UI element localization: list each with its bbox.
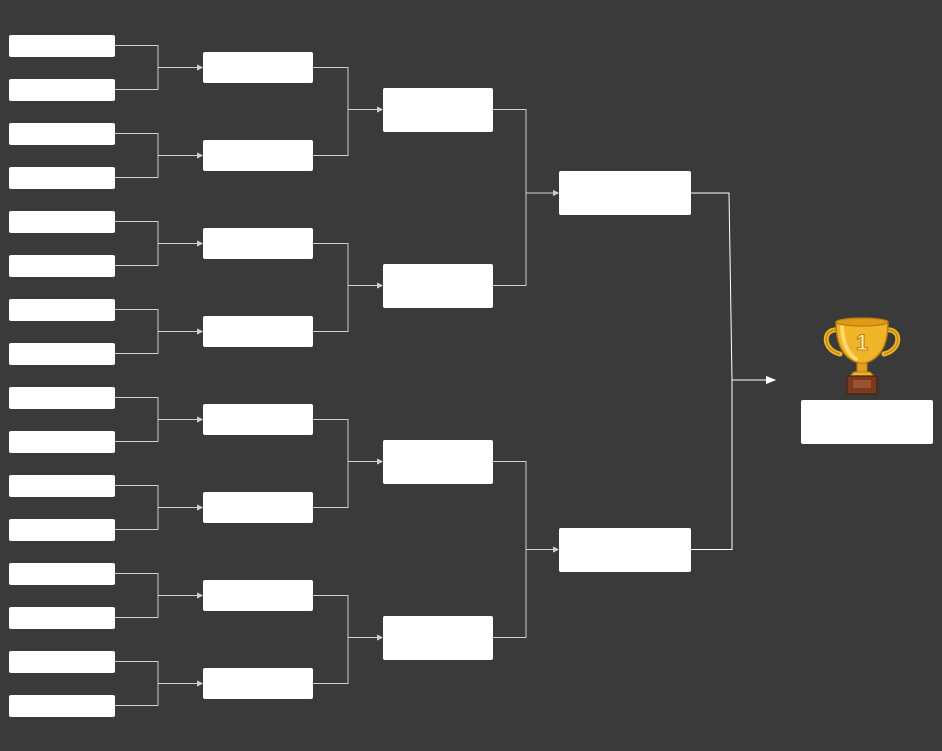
connector-qf-1 xyxy=(313,67,383,113)
connector-r16-5 xyxy=(115,221,203,247)
bracket-slot-qf-5[interactable] xyxy=(203,404,313,435)
bracket-slot-r16-8[interactable] xyxy=(9,342,115,365)
connector-r16-16 xyxy=(115,680,203,706)
connector-sf-2 xyxy=(493,190,559,286)
bracket-slot-sf-4[interactable] xyxy=(383,615,493,660)
trophy-number: 1 xyxy=(856,330,868,355)
connector-sf-3 xyxy=(493,461,559,553)
bracket-slot-r16-6[interactable] xyxy=(9,254,115,277)
bracket-slot-sf-3[interactable] xyxy=(383,439,493,484)
connector-r16-8 xyxy=(115,328,203,354)
bracket-slot-r16-13[interactable] xyxy=(9,562,115,585)
bracket-slot-r16-5[interactable] xyxy=(9,210,115,233)
connector-r16-2 xyxy=(115,64,203,90)
bracket-slot-r16-16[interactable] xyxy=(9,694,115,717)
connector-qf-3 xyxy=(313,243,383,289)
bracket-slot-sf-2[interactable] xyxy=(383,263,493,308)
bracket-slot-qf-2[interactable] xyxy=(203,140,313,171)
connector-r16-4 xyxy=(115,152,203,178)
bracket-slot-final-1[interactable] xyxy=(559,171,691,215)
bracket-slot-r16-2[interactable] xyxy=(9,78,115,101)
connector-r16-14 xyxy=(115,592,203,618)
bracket-slot-r16-11[interactable] xyxy=(9,474,115,497)
connector-qf-8 xyxy=(313,634,383,684)
connector-r16-15 xyxy=(115,661,203,687)
bracket-slot-r16-14[interactable] xyxy=(9,606,115,629)
bracket-slot-qf-7[interactable] xyxy=(203,580,313,611)
bracket-slot-qf-3[interactable] xyxy=(203,228,313,259)
bracket-slot-final-2[interactable] xyxy=(559,527,691,572)
bracket-slot-qf-8[interactable] xyxy=(203,668,313,699)
connector-r16-9 xyxy=(115,397,203,423)
bracket-slot-qf-6[interactable] xyxy=(203,492,313,523)
connector-r16-13 xyxy=(115,573,203,599)
bracket-slot-r16-4[interactable] xyxy=(9,166,115,189)
connector-r16-12 xyxy=(115,504,203,530)
connector-r16-7 xyxy=(115,309,203,335)
bracket-slot-sf-1[interactable] xyxy=(383,87,493,132)
connector-qf-4 xyxy=(313,282,383,332)
bracket-slot-r16-12[interactable] xyxy=(9,518,115,541)
connector-qf-6 xyxy=(313,458,383,508)
trophy-icon: 1 xyxy=(823,317,901,395)
connector-final-2 xyxy=(691,376,776,550)
connector-qf-5 xyxy=(313,419,383,465)
bracket-slot-r16-9[interactable] xyxy=(9,386,115,409)
bracket-slot-r16-10[interactable] xyxy=(9,430,115,453)
connector-r16-3 xyxy=(115,133,203,159)
champion-slot[interactable] xyxy=(801,400,933,444)
connector-sf-4 xyxy=(493,546,559,638)
connector-qf-2 xyxy=(313,106,383,156)
connector-r16-1 xyxy=(115,45,203,71)
connector-r16-11 xyxy=(115,485,203,511)
bracket-slot-r16-15[interactable] xyxy=(9,650,115,673)
bracket-slot-r16-3[interactable] xyxy=(9,122,115,145)
connector-r16-6 xyxy=(115,240,203,266)
bracket-slot-r16-7[interactable] xyxy=(9,298,115,321)
connector-qf-7 xyxy=(313,595,383,641)
connector-sf-1 xyxy=(493,109,559,196)
bracket-slot-qf-4[interactable] xyxy=(203,316,313,347)
bracket-slot-r16-1[interactable] xyxy=(9,34,115,57)
connector-r16-10 xyxy=(115,416,203,442)
bracket-slot-qf-1[interactable] xyxy=(203,52,313,83)
connector-final-1 xyxy=(691,192,776,384)
